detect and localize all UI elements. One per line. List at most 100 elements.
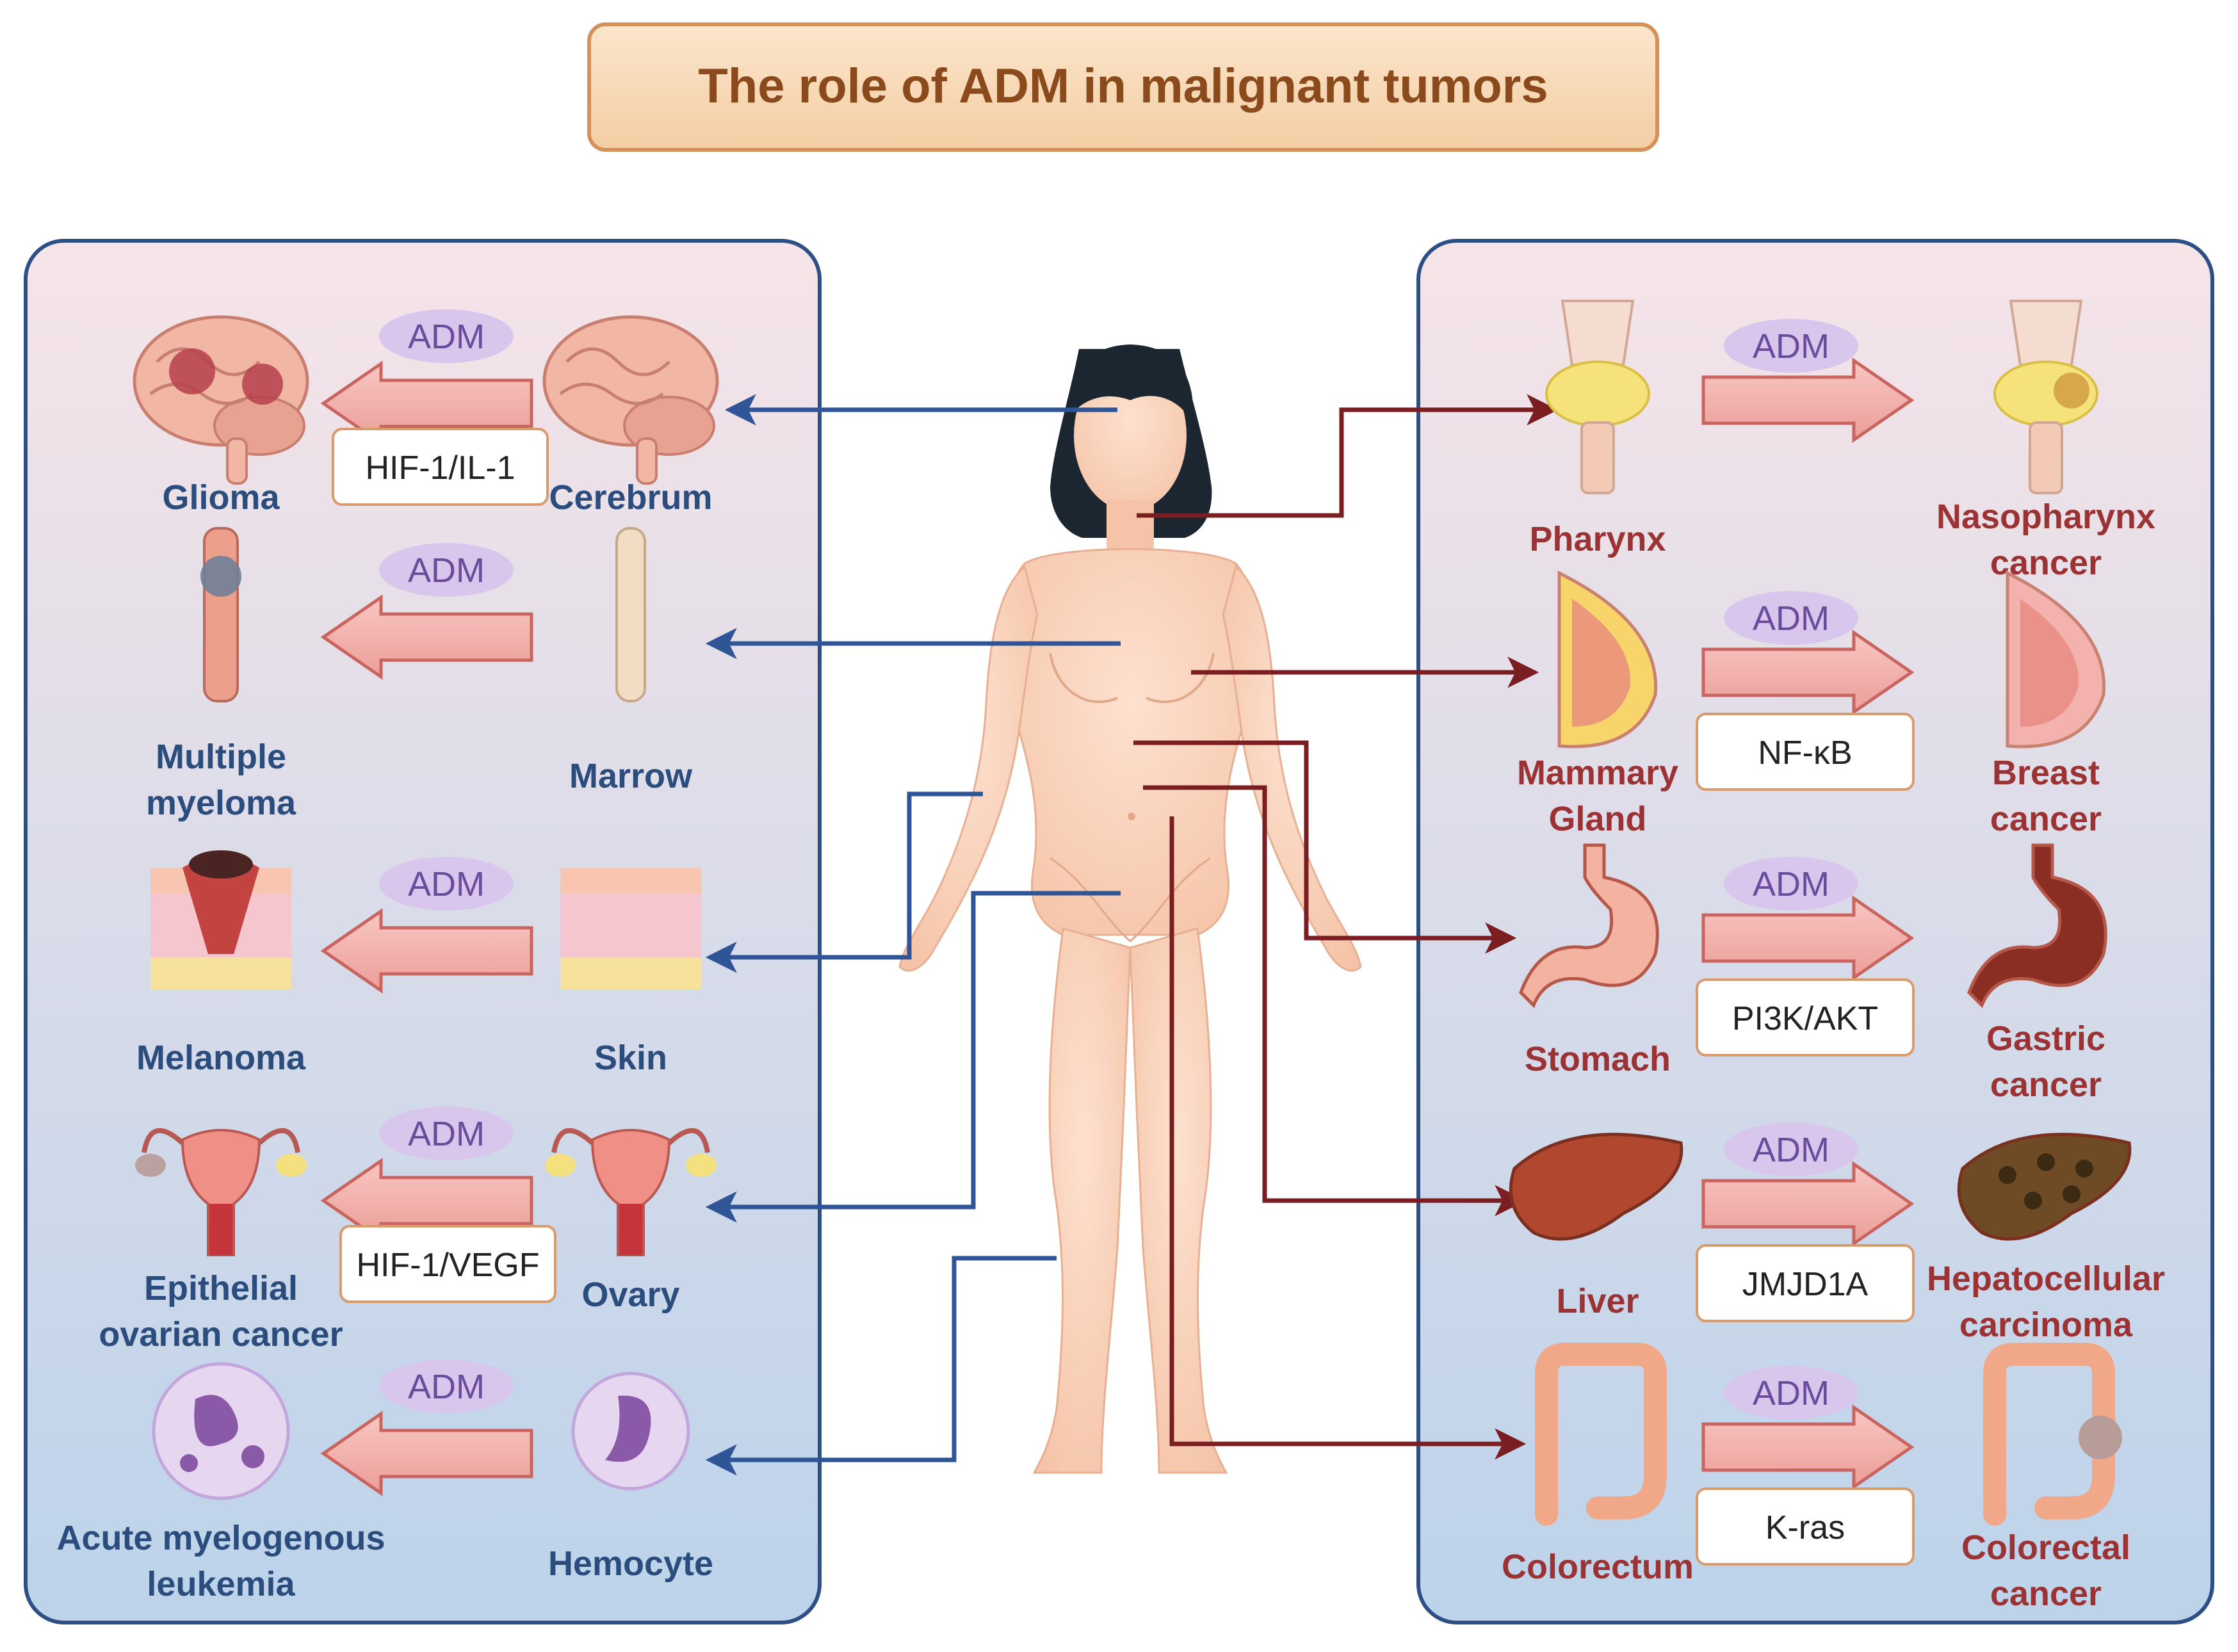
colon-tumor-icon: [1983, 1343, 2122, 1526]
adm-label: ADM: [1724, 1122, 1858, 1176]
adm-label: ADM: [379, 1106, 514, 1160]
tumor-name: Epithelial: [144, 1269, 298, 1308]
tumor-name: cancer: [1990, 1065, 2102, 1104]
adm-text: ADM: [408, 865, 485, 903]
adm-text: ADM: [1753, 599, 1829, 638]
tumor-name: cancer: [1990, 1575, 2102, 1613]
tumor-name: Multiple: [156, 738, 286, 776]
left-row: ADM Melanoma Skin: [136, 850, 701, 1077]
adm-text: ADM: [408, 551, 485, 590]
direction-arrow: [1701, 1161, 1915, 1247]
tumor-name: myeloma: [146, 784, 296, 822]
pathway-box: HIF-1/VEGF: [339, 1225, 556, 1303]
pathway-text: JMJD1A: [1742, 1266, 1869, 1303]
adm-text: ADM: [408, 318, 485, 356]
blood-cell-icon: [571, 1372, 690, 1491]
uterus-ovary-icon: [545, 1128, 717, 1256]
direction-arrow: [320, 908, 533, 994]
page-title: The role of ADM in malignant tumors: [698, 59, 1548, 113]
adm-label: ADM: [379, 543, 514, 597]
adm-text: ADM: [1753, 327, 1829, 366]
origin-name: Colorectum: [1502, 1548, 1694, 1586]
adm-label: ADM: [1724, 319, 1858, 373]
brain-icon: [542, 315, 719, 485]
adm-text: ADM: [408, 1115, 485, 1153]
stomach-icon: [1519, 843, 1659, 1008]
human-body-icon: [898, 344, 1362, 1474]
connector-pharynx: [1137, 394, 1559, 518]
mammary-gland-icon: [1557, 570, 1658, 749]
pathway-text: PI3K/AKT: [1732, 1000, 1878, 1037]
breast-tumor-icon: [2006, 570, 2106, 749]
direction-arrow: [320, 594, 533, 680]
pathway-box: HIF-1/IL-1: [332, 428, 549, 506]
connector-liver: [1143, 785, 1527, 1217]
pathway-text: K-ras: [1765, 1509, 1845, 1546]
left-row: ADM HIF-1/VEGF Epithelial ovarian cancer Ova…: [99, 1106, 717, 1354]
nasopharynx-tumor-icon: [1993, 300, 2098, 494]
gastric-tumor-icon: [1967, 843, 2107, 1008]
left-connectors: [705, 394, 1121, 1476]
tumor-name: Colorectal: [1961, 1528, 2130, 1567]
pharynx-icon: [1545, 300, 1650, 494]
tumor-name: carcinoma: [1959, 1306, 2133, 1344]
tumor-name: Hepatocellular: [1927, 1259, 2165, 1298]
adm-label: ADM: [379, 857, 514, 911]
right-connectors: [1133, 394, 1559, 1460]
tumor-name: ovarian cancer: [99, 1315, 343, 1354]
adm-label: ADM: [1724, 1366, 1858, 1420]
pathway-box: NF-κB: [1696, 713, 1915, 791]
pathway-text: HIF-1/VEGF: [356, 1247, 539, 1284]
adm-label: ADM: [379, 1359, 514, 1413]
pathway-box: K-ras: [1696, 1487, 1915, 1566]
leukemia-cell-icon: [152, 1362, 290, 1500]
pathway-box: JMJD1A: [1696, 1244, 1915, 1322]
tumor-name: Nasopharynx: [1936, 498, 2155, 536]
skin-icon: [560, 868, 701, 989]
tumor-name: Breast: [1992, 754, 2100, 792]
adm-label: ADM: [1724, 857, 1858, 911]
origin-name: Mammary: [1517, 754, 1678, 792]
bone-icon: [615, 527, 646, 702]
connector-hemocyte: [705, 1256, 1057, 1476]
origin-name: Skin: [594, 1039, 667, 1077]
tumor-name: Acute myelogenous: [56, 1519, 385, 1557]
origin-name: Pharynx: [1529, 520, 1666, 558]
tumor-name: Gastric: [1986, 1019, 2105, 1058]
myeloma-bone-icon: [200, 527, 241, 702]
tumor-name: Glioma: [162, 478, 280, 517]
adm-text: ADM: [1753, 1131, 1829, 1169]
right-row: ADM JMJD1A Liver Hepatocellular carcinoma: [1509, 1122, 2165, 1344]
direction-arrow: [320, 1411, 533, 1496]
connector-skin: [705, 791, 983, 973]
direction-arrow: [1701, 1404, 1915, 1490]
left-row: ADM Multiple myeloma Marrow: [146, 527, 693, 822]
connector-stomach: [1133, 740, 1517, 954]
ovarian-tumor-icon: [135, 1128, 307, 1256]
tumor-name: cancer: [1990, 800, 2102, 838]
direction-arrow: [1701, 357, 1915, 443]
adm-text: ADM: [408, 1368, 485, 1406]
adm-text: ADM: [1753, 865, 1829, 903]
tumor-name: leukemia: [147, 1565, 295, 1603]
origin-name: Marrow: [569, 757, 693, 795]
liver-icon: [1509, 1133, 1683, 1241]
title-banner: The role of ADM in malignant tumors: [587, 22, 1659, 152]
liver-tumor-icon: [1957, 1133, 2132, 1241]
adm-text: ADM: [1753, 1374, 1829, 1413]
origin-name: Stomach: [1525, 1040, 1671, 1078]
origin-name: Hemocyte: [548, 1544, 713, 1583]
connector-ovary: [705, 891, 1121, 1223]
connector-colorectum: [1169, 816, 1527, 1460]
colon-icon: [1535, 1343, 1667, 1526]
adm-label: ADM: [379, 309, 514, 363]
origin-name: Liver: [1556, 1282, 1639, 1320]
origin-name: Ovary: [581, 1275, 679, 1314]
pathway-text: HIF-1/IL-1: [365, 449, 515, 487]
tumor-name: Melanoma: [136, 1039, 306, 1077]
